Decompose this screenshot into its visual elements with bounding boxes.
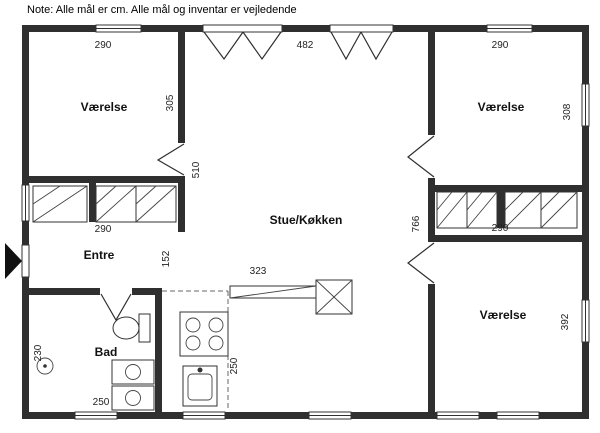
window-icon bbox=[436, 411, 480, 420]
dim-wardrobe-right-width: 290 bbox=[492, 223, 509, 234]
dim-bedroom-tr-depth: 308 bbox=[562, 103, 573, 120]
room-label-bedroom-br: Værelse bbox=[480, 308, 527, 322]
window-icon bbox=[74, 411, 118, 420]
room-label-bedroom-tr: Værelse bbox=[478, 100, 525, 114]
wall-segment bbox=[22, 25, 29, 419]
dim-living-right-depth: 766 bbox=[411, 215, 422, 232]
wall-segment bbox=[428, 284, 435, 412]
hob-unit-icon bbox=[315, 279, 353, 315]
dim-bedroom-tr-width: 290 bbox=[492, 40, 509, 51]
dim-kitchen-counter-depth: 250 bbox=[229, 357, 240, 374]
dim-bedroom-tl-depth: 305 bbox=[165, 94, 176, 111]
toilet-icon bbox=[112, 313, 151, 343]
wardrobe-icon bbox=[466, 191, 498, 229]
wardrobe-icon bbox=[436, 191, 468, 229]
wall-segment bbox=[29, 176, 185, 183]
dim-living-left-depth: 510 bbox=[191, 161, 202, 178]
dim-patio-doors-width: 482 bbox=[297, 40, 314, 51]
patio-door-icon bbox=[329, 24, 394, 61]
wall-segment bbox=[132, 288, 162, 295]
kitchen-counter-icon bbox=[229, 285, 317, 299]
wardrobe-icon bbox=[540, 191, 578, 229]
kitchen bbox=[162, 279, 353, 411]
dim-bath-depth: 230 bbox=[33, 344, 44, 361]
window-icon bbox=[486, 24, 533, 33]
door-chevron-icon bbox=[156, 143, 185, 176]
windows bbox=[21, 24, 590, 420]
patio-door-icon bbox=[202, 24, 283, 61]
wall-segment bbox=[428, 32, 435, 135]
room-label-bath: Bad bbox=[95, 345, 118, 359]
wall-segment bbox=[155, 288, 162, 412]
dim-hall-width: 290 bbox=[95, 224, 112, 235]
dim-bedroom-br-depth: 392 bbox=[560, 313, 571, 330]
floor-drain-icon bbox=[36, 357, 54, 375]
wall-segment bbox=[435, 185, 582, 192]
entrance-door-icon bbox=[5, 243, 30, 279]
wardrobe-icon bbox=[504, 191, 542, 229]
door-chevron-icon bbox=[407, 242, 435, 284]
wall-segment bbox=[178, 32, 185, 143]
window-icon bbox=[581, 299, 590, 343]
wall-segment bbox=[89, 183, 96, 222]
note-text: Note: Alle mål er cm. Alle mål og invent… bbox=[27, 4, 297, 16]
kitchen-sink-icon bbox=[182, 365, 218, 407]
walls bbox=[22, 25, 589, 419]
wall-segment bbox=[582, 25, 589, 419]
wardrobe-icon bbox=[135, 185, 177, 223]
washer-icon bbox=[111, 359, 155, 385]
room-label-living-kitchen: Stue/Køkken bbox=[270, 213, 343, 227]
wall-segment bbox=[428, 178, 435, 242]
window-icon bbox=[21, 184, 30, 222]
window-icon bbox=[182, 411, 226, 420]
wall-segment bbox=[22, 412, 589, 419]
dim-bedroom-tl-width: 290 bbox=[95, 40, 112, 51]
wall-segment bbox=[435, 235, 582, 242]
window-icon bbox=[95, 24, 142, 33]
wall-segment bbox=[22, 25, 589, 32]
wardrobe-icon bbox=[95, 185, 137, 223]
dim-bath-width: 250 bbox=[93, 397, 110, 408]
window-icon bbox=[308, 411, 352, 420]
dim-entry-depth: 152 bbox=[161, 250, 172, 267]
window-icon bbox=[581, 83, 590, 127]
wall-segment bbox=[29, 288, 100, 295]
stove-icon bbox=[179, 311, 229, 357]
wall-segment bbox=[497, 192, 505, 228]
dryer-icon bbox=[111, 385, 155, 411]
bathroom-fixtures bbox=[36, 313, 155, 411]
room-label-entry: Entre bbox=[84, 248, 115, 262]
door-chevron-icon bbox=[100, 293, 132, 322]
door-chevron-icon bbox=[407, 135, 435, 178]
wardrobe-icon bbox=[32, 185, 88, 223]
window-icon bbox=[496, 411, 540, 420]
room-label-bedroom-tl: Værelse bbox=[81, 100, 128, 114]
entrance-arrow-icon bbox=[5, 243, 22, 279]
wardrobes bbox=[32, 185, 578, 229]
wall-segment bbox=[178, 176, 185, 232]
dim-kitchen-counter-width: 323 bbox=[250, 266, 267, 277]
